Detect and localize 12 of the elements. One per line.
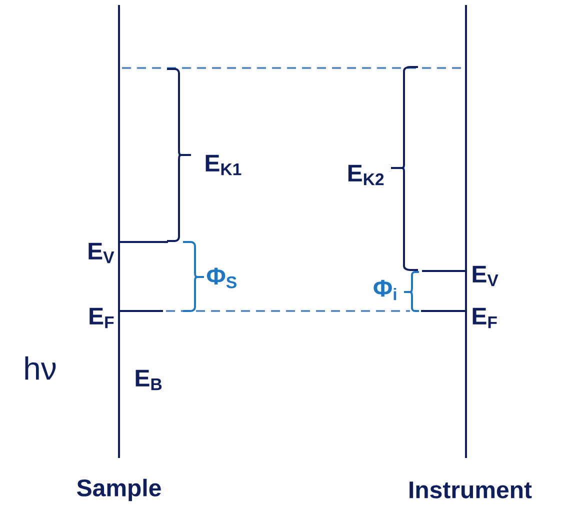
energy-label: E$_{K2}$	[348, 164, 384, 186]
photon-energy-label: hν	[25, 356, 56, 380]
energy-label: E$_{F}$	[472, 308, 497, 328]
energy-label: E$_{V}$	[472, 266, 498, 286]
work-function-label: Φ$_{i}$	[374, 280, 396, 300]
axis-title: Instrument	[410, 482, 532, 498]
energy-label: E$_{V}$	[88, 242, 114, 264]
axis-title: Sample	[77, 478, 161, 502]
energy-label: E$_{K1}$	[206, 154, 242, 176]
work-function-label: Φ$_{S}$	[206, 268, 236, 288]
energy-label: E$_{F}$	[90, 308, 114, 328]
energy-label: E$_{B}$	[136, 370, 162, 390]
